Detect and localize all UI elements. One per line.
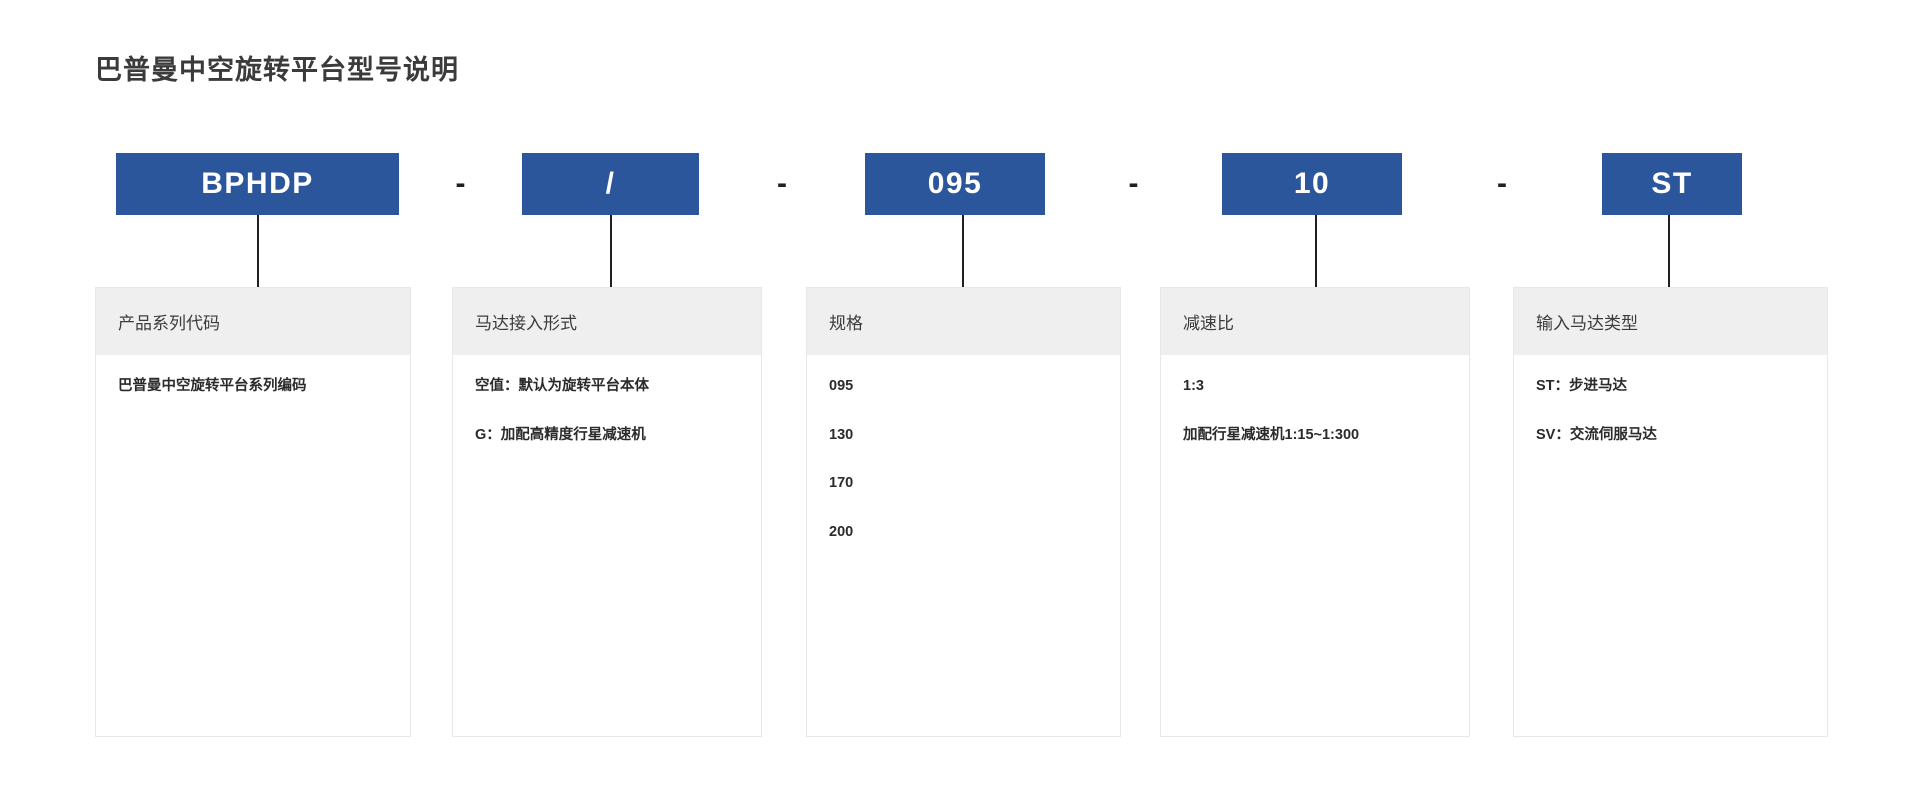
- code-chip-motor-type[interactable]: ST: [1602, 153, 1742, 215]
- panel-line: 巴普曼中空旋转平台系列编码: [118, 378, 307, 394]
- page-title: 巴普曼中空旋转平台型号说明: [95, 55, 459, 85]
- panel-motor-interface: 马达接入形式 空值：默认为旋转平台本体 G：加配高精度行星减速机: [452, 287, 762, 737]
- panel-line: 170: [829, 475, 854, 492]
- panel-motor-type: 输入马达类型 ST：步进马达 SV：交流伺服马达: [1513, 287, 1828, 737]
- code-chip-reduction-ratio[interactable]: 10: [1222, 153, 1402, 215]
- panel-line: 加配行星减速机1:15~1:300: [1183, 426, 1360, 443]
- code-chip-motor-interface[interactable]: /: [522, 153, 699, 215]
- connector-line-specification: [962, 215, 964, 288]
- panel-line: 095: [829, 378, 854, 394]
- connector-line-reduction-ratio: [1315, 215, 1317, 288]
- model-code-row: BPHDP - / - 095 - 10 - ST: [0, 153, 1920, 215]
- connector-line-series: [257, 215, 259, 288]
- panel-header: 减速比: [1161, 288, 1469, 355]
- panel-header: 产品系列代码: [96, 288, 410, 355]
- connector-line-motor-interface: [610, 215, 612, 288]
- panel-line: 200: [829, 523, 854, 540]
- panel-line: SV：交流伺服马达: [1536, 426, 1657, 443]
- code-chip-series[interactable]: BPHDP: [116, 153, 399, 215]
- panel-line: G：加配高精度行星减速机: [475, 426, 646, 443]
- connector-line-motor-type: [1668, 215, 1670, 288]
- panel-body: 095 130 170 200: [807, 355, 1120, 542]
- panel-line: 空值：默认为旋转平台本体: [475, 378, 649, 394]
- panel-header: 马达接入形式: [453, 288, 761, 355]
- panel-body: 1:3 加配行星减速机1:15~1:300: [1161, 355, 1469, 445]
- panel-line: 130: [829, 426, 854, 443]
- panel-line: 1:3: [1183, 378, 1204, 394]
- code-separator-dash: -: [777, 167, 787, 200]
- code-separator-dash: -: [1128, 167, 1139, 200]
- panel-body: ST：步进马达 SV：交流伺服马达: [1514, 355, 1827, 445]
- panel-body: 空值：默认为旋转平台本体 G：加配高精度行星减速机: [453, 355, 761, 445]
- panel-series-code: 产品系列代码 巴普曼中空旋转平台系列编码: [95, 287, 411, 737]
- panel-header: 输入马达类型: [1514, 288, 1827, 355]
- panel-reduction-ratio: 减速比 1:3 加配行星减速机1:15~1:300: [1160, 287, 1470, 737]
- code-separator-dash: -: [455, 167, 466, 200]
- code-chip-specification[interactable]: 095: [865, 153, 1045, 215]
- panel-body: 巴普曼中空旋转平台系列编码: [96, 355, 410, 397]
- panel-header: 规格: [807, 288, 1120, 355]
- panel-specification: 规格 095 130 170 200: [806, 287, 1121, 737]
- panel-line: ST：步进马达: [1536, 378, 1628, 394]
- code-separator-dash: -: [1497, 167, 1507, 200]
